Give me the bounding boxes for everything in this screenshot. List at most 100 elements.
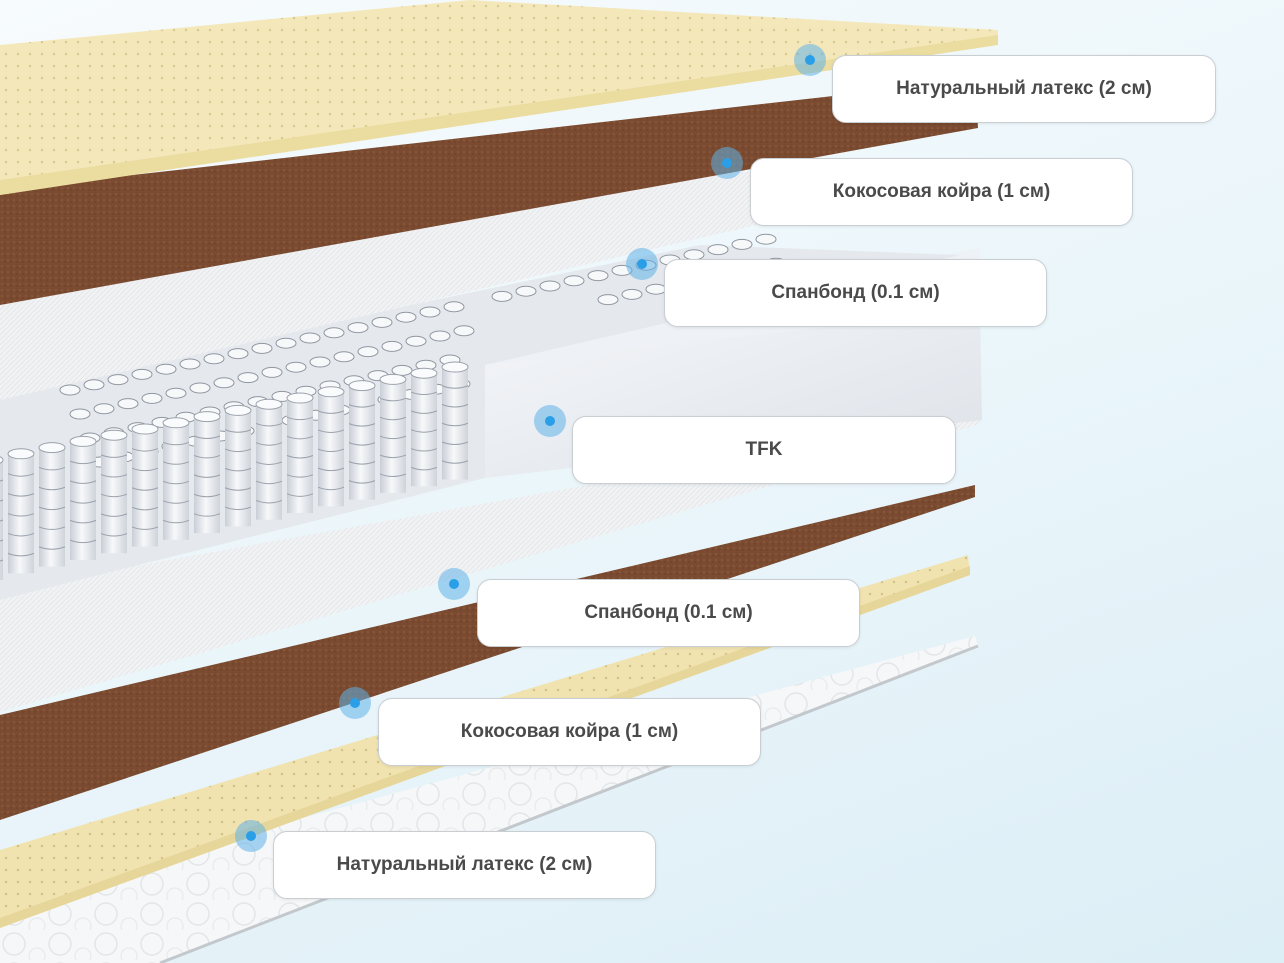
spring-coil-band (379, 416, 407, 421)
spring-coil-band (0, 499, 4, 502)
layer-3-marker-icon[interactable] (626, 248, 658, 280)
spring-coil-band (317, 448, 345, 453)
spring-coil (318, 391, 344, 507)
layer-spunbond-bottom-shape (0, 415, 980, 712)
spring-coil-band (131, 526, 159, 530)
spring-coil (411, 373, 437, 487)
spring-coil-top (227, 348, 249, 360)
spring-coil-band (379, 435, 407, 440)
layer-spunbond-top-shape (0, 170, 960, 400)
spring-coil-band (348, 404, 376, 408)
spring-coil-top (563, 275, 585, 287)
spring-coil-cap (193, 411, 221, 423)
spring-coil-band (131, 506, 159, 511)
spring-coil-band (193, 435, 221, 440)
spring-coil-band (100, 474, 128, 478)
spring-coil-top (261, 366, 283, 378)
spring-coil-band (348, 461, 376, 465)
spring-coil-band (7, 513, 35, 517)
spring-coil-band (317, 486, 345, 491)
spring-coil-top (83, 379, 105, 391)
spring-coil-band (100, 533, 128, 537)
spring-coil-band (162, 480, 190, 485)
spring-coil-band (286, 493, 314, 497)
spring-coil-band (317, 467, 345, 472)
spring-coil-top (299, 332, 321, 344)
spring-coil-band (286, 474, 314, 478)
spring-coil-top (251, 342, 273, 354)
spring-coil-top (155, 363, 177, 375)
layer-label-coir-top: Кокосовая койра (1 см) (750, 158, 1133, 226)
spring-coil-band (69, 519, 97, 524)
spring-coil (101, 435, 127, 554)
spring-coil-band (7, 493, 35, 497)
spring-coil-top (323, 327, 345, 339)
spring-coil-band (441, 441, 469, 445)
layer-5-marker-icon[interactable] (438, 568, 470, 600)
spring-coil-top (597, 294, 619, 306)
spring-coil-band (224, 448, 252, 453)
spring-coil (256, 404, 282, 520)
spring-coil-band (0, 539, 4, 542)
spring-coil (225, 410, 251, 527)
spring-coil-top (117, 398, 139, 410)
spring-coil-top (419, 306, 441, 318)
spring-coil-band (162, 441, 190, 446)
spring-coil (442, 367, 468, 480)
spring-coil-band (410, 466, 438, 471)
spring-coil-cap (286, 392, 314, 404)
spring-coil-top (309, 356, 331, 368)
spring-coil-band (38, 486, 66, 491)
spring-coil-top (357, 346, 379, 358)
spring-coil-top (333, 351, 355, 363)
spring-coil-top (371, 316, 393, 328)
spring-coil-top (59, 384, 81, 396)
spring-coil (287, 398, 313, 513)
layer-4-marker-icon[interactable] (534, 405, 566, 437)
spring-coil-band (162, 461, 190, 465)
spring-coil-band (255, 422, 283, 427)
spring-coil-band (379, 397, 407, 402)
layer-7-marker-icon[interactable] (235, 820, 267, 852)
spring-coil-band (7, 533, 35, 537)
spring-coil-top (179, 358, 201, 370)
spring-coil-top (131, 368, 153, 380)
spring-coil-cap (0, 456, 4, 464)
spring-coil (380, 379, 406, 493)
spring-coil-band (255, 480, 283, 485)
spring-coil-top (391, 364, 413, 376)
spring-coil-band (162, 519, 190, 524)
spring-coil-band (162, 500, 190, 504)
spring-coil-top (93, 403, 115, 415)
spring-coil-cap (38, 442, 66, 454)
spring-coil-top (755, 233, 777, 245)
spring-coil-top (213, 377, 235, 389)
spring-coil-top (443, 301, 465, 313)
spring-coil-top (429, 330, 451, 342)
spring-coil-band (317, 410, 345, 414)
layer-6-marker-icon[interactable] (339, 687, 371, 719)
layer-label-spunbond-top: Спанбонд (0.1 см) (664, 259, 1047, 327)
spring-coil-band (348, 423, 376, 427)
spring-coil-top (405, 335, 427, 347)
spring-coil (70, 441, 96, 560)
spring-coil-band (131, 467, 159, 472)
spring-coil-cap (69, 435, 97, 447)
spring-coil-band (100, 454, 128, 458)
spring-coil-cap (379, 373, 407, 385)
spring-coil-band (410, 429, 438, 433)
spring-coil-cap (131, 423, 159, 435)
spring-coil-top (381, 340, 403, 352)
spring-coil (163, 422, 189, 540)
spring-coil-band (193, 513, 221, 517)
layer-coir-bottom-shape (0, 485, 975, 820)
layer-latex-top-shape (0, 0, 998, 195)
spring-coil-top (453, 325, 475, 337)
spring-coil (132, 429, 158, 547)
layer-2-marker-icon[interactable] (711, 147, 743, 179)
layer-1-marker-icon[interactable] (794, 44, 826, 76)
spring-coil-top (515, 285, 537, 297)
spring-coil-cap (162, 417, 190, 429)
spring-coil-band (69, 500, 97, 504)
